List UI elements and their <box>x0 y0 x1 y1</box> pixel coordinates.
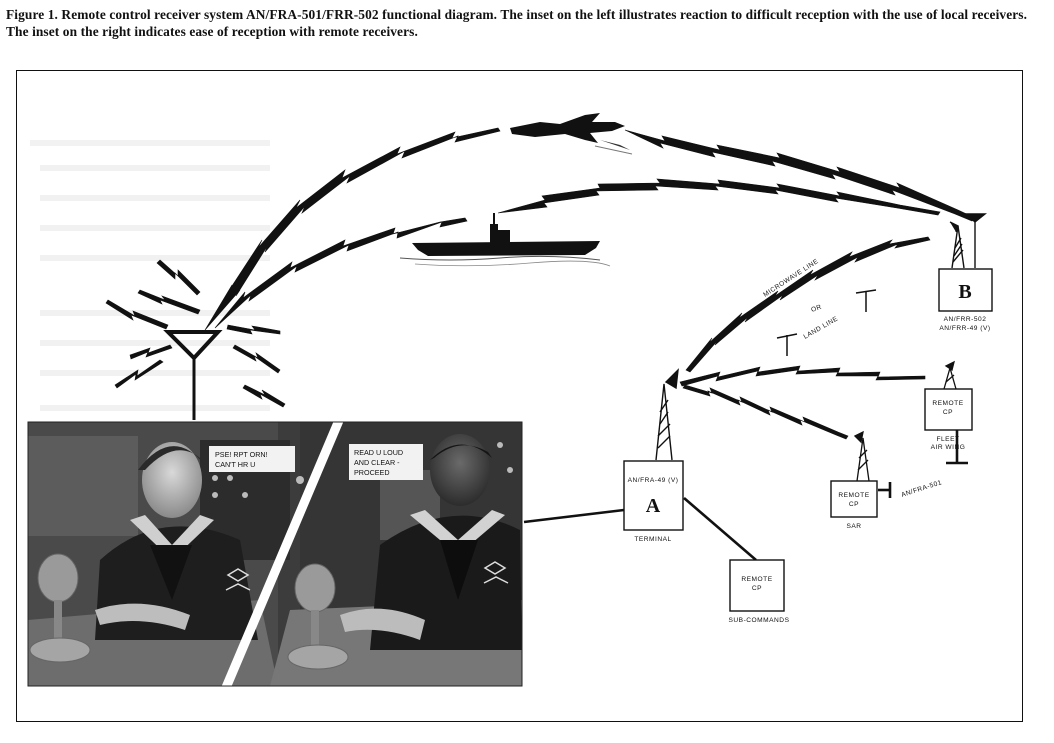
land-line-label: LAND LINE <box>803 315 840 340</box>
antenna-icon <box>163 330 223 420</box>
radio-tower-icon <box>655 368 679 461</box>
left-card-line1: PSE! RPT ORN! <box>215 450 268 459</box>
fleet-cp-line1: REMOTE <box>932 400 963 407</box>
radio-wave-bolts <box>105 127 976 440</box>
lightning-bolt-icon <box>624 129 976 222</box>
lightning-bolt-icon <box>137 289 201 315</box>
figure-frame <box>16 70 1023 722</box>
lightning-bolt-icon <box>226 324 281 335</box>
sar-cp-line1: REMOTE <box>838 492 869 499</box>
left-message-card <box>209 446 295 472</box>
radio-tower-icon <box>949 213 987 269</box>
right-card-line1: READ U LOUD <box>354 448 403 457</box>
station-b-model-2: AN/FRR-49 (V) <box>939 325 990 332</box>
lightning-bolt-icon <box>214 217 468 329</box>
sar-cp-caption: SAR <box>846 523 861 530</box>
station-a-caption: TERMINAL <box>634 536 671 543</box>
sub-cp-box: REMOTE CP SUB-COMMANDS <box>729 559 790 624</box>
inset-divider <box>220 418 345 690</box>
lightning-bolt-icon <box>232 344 281 374</box>
lightning-bolt-icon <box>682 384 849 440</box>
lightning-bolt-icon <box>204 127 501 331</box>
fleet-cp-box: REMOTE CP FLEET AIR WING <box>924 388 973 451</box>
microphone-icon <box>287 563 349 670</box>
radio-tower-icon <box>943 360 957 390</box>
photo-inset: PSE! RPT ORN! CAN'T HR U READ U LOUD AND… <box>27 418 523 690</box>
station-b-model: AN/FRR-502 <box>944 316 987 323</box>
fleet-cp-line2: CP <box>943 409 953 416</box>
sar-cp-line2: CP <box>849 501 859 508</box>
sub-cp-line2: CP <box>752 585 762 592</box>
lightning-bolt-icon <box>685 236 931 373</box>
right-card-line3: PROCEED <box>354 468 390 477</box>
lightning-bolt-icon <box>242 384 286 408</box>
sar-link-label: AN/FRA-501 <box>900 479 942 499</box>
station-b-letter: B <box>958 281 971 303</box>
fleet-cp-caption-2: AIR WING <box>931 444 966 451</box>
or-label: OR <box>810 304 823 314</box>
lightning-bolt-icon <box>105 299 169 330</box>
microphone-icon <box>29 553 91 663</box>
left-card-line2: CAN'T HR U <box>215 460 255 469</box>
land-line-pole-icon <box>776 289 877 356</box>
station-b-box: B AN/FRR-502 AN/FRR-49 (V) <box>938 268 993 332</box>
lightning-bolt-icon <box>129 344 173 360</box>
fleet-cp-caption: FLEET <box>936 436 959 443</box>
right-message-card <box>349 444 423 480</box>
lightning-bolt-icon <box>114 359 164 389</box>
left-operator <box>95 442 258 640</box>
station-a-letter: A <box>646 495 661 517</box>
ship-icon <box>399 213 611 267</box>
sub-cp-caption: SUB-COMMANDS <box>729 617 790 624</box>
figure-caption: Figure 1. Remote control receiver system… <box>6 7 1028 39</box>
sub-cp-line1: REMOTE <box>741 576 772 583</box>
landline-connectors <box>523 430 968 561</box>
bleed-through-text <box>30 140 270 411</box>
airplane-icon <box>510 113 633 155</box>
station-a-box: AN/FRA-49 (V) A TERMINAL <box>623 460 684 543</box>
lightning-bolt-icon <box>679 365 926 387</box>
right-card-line2: AND CLEAR - <box>354 458 400 467</box>
equipment-dials <box>212 442 513 498</box>
station-a-model: AN/FRA-49 (V) <box>628 477 679 484</box>
radio-tower-icon <box>853 430 870 482</box>
sar-cp-box: REMOTE CP SAR AN/FRA-501 <box>830 479 943 530</box>
right-operator <box>340 434 522 650</box>
lightning-bolt-icon <box>156 259 201 296</box>
lightning-bolt-icon <box>497 178 941 216</box>
